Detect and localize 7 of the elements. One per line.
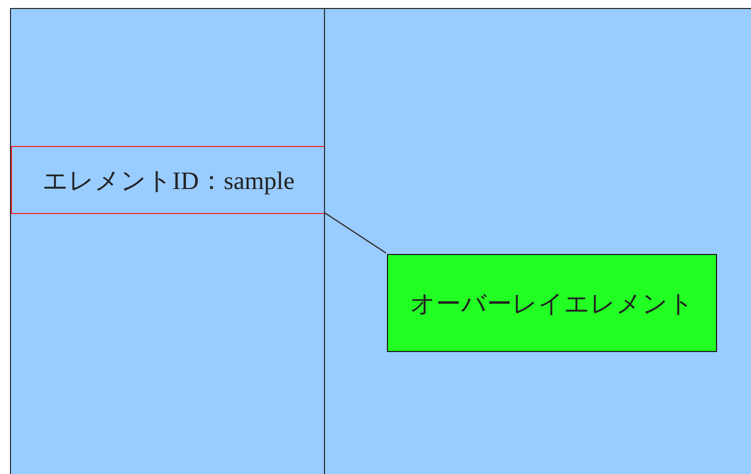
panel <box>324 8 751 474</box>
overlay-box <box>387 254 717 352</box>
id-label-box <box>11 146 326 214</box>
label-text: オーバーレイエレメント <box>410 290 694 320</box>
panel <box>10 8 325 474</box>
leader-line <box>324 212 386 254</box>
label-text: エレメントID：sample <box>42 166 295 196</box>
